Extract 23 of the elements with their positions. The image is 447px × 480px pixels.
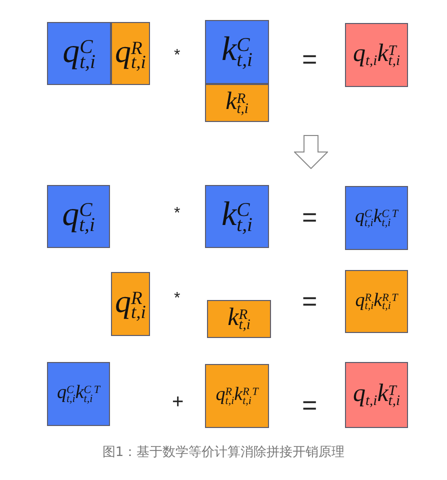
matrix-block [345,270,408,333]
matrix-block [345,362,408,428]
operator-symbol: * [174,206,180,222]
matrix-block [345,186,408,250]
operator-symbol: = [302,46,318,72]
matrix-block [111,22,150,85]
matrix-block [345,23,408,87]
operator-symbol: + [172,392,184,412]
matrix-block [205,185,269,248]
matrix-block [205,84,269,122]
matrix-block [205,364,269,428]
matrix-block [111,272,150,336]
operator-symbol: * [174,48,180,64]
figure-caption: 图1：基于数学等价计算消除拼接开销原理 [101,444,346,461]
operator-symbol: = [302,392,318,418]
operator-symbol: = [302,204,318,230]
matrix-block [205,20,269,84]
operator-symbol: = [302,288,318,314]
matrix-block [47,362,110,426]
operator-symbol: * [174,291,180,307]
matrix-block [47,22,111,85]
matrix-block [207,300,271,338]
matrix-block [47,185,110,248]
